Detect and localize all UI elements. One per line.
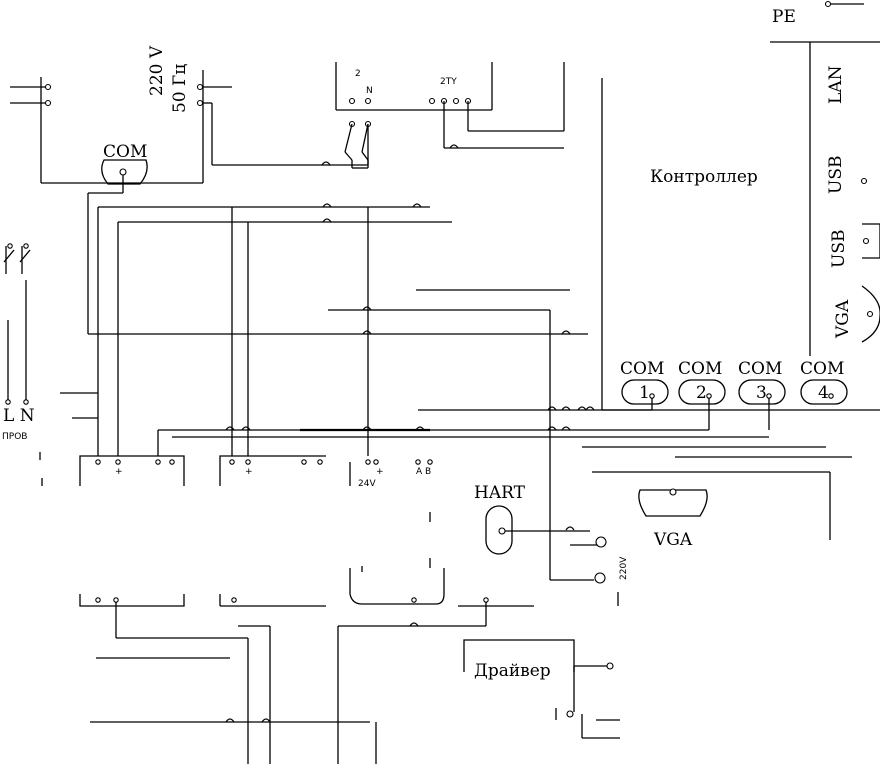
- usb1-label: USB: [826, 156, 846, 194]
- horizontal-buses: [60, 206, 852, 473]
- power-supply-block: 220 V 50 Гц: [41, 45, 368, 184]
- usb2-label: USB: [829, 230, 849, 268]
- driver-block: Драйвер: [463, 639, 620, 739]
- module2-plus: +: [245, 467, 253, 477]
- power-in-label: L N: [3, 406, 35, 426]
- pe-label: PE: [772, 7, 796, 27]
- prov-label: ПРОВ: [2, 432, 27, 442]
- controller-block: Контроллер PE LAN USB USB VGA: [601, 0, 880, 410]
- controller-label: Контроллер: [650, 167, 758, 187]
- com3-number: 3: [756, 383, 767, 403]
- pin-n-label: N: [366, 86, 373, 96]
- module3-plus: +: [376, 467, 384, 477]
- module3-label: 24V: [358, 479, 376, 489]
- vertical-wires: [97, 207, 831, 581]
- vga-side-label: VGA: [833, 299, 853, 339]
- switch-label: 2: [355, 69, 361, 79]
- com-connector-main: COM: [87, 142, 148, 334]
- com-ports: COM COM COM COM 1 2 3 4: [418, 359, 880, 430]
- vga-bottom-label: VGA: [653, 530, 693, 550]
- com3-label: COM: [738, 359, 782, 379]
- com4-label: COM: [800, 359, 844, 379]
- voltage-label: 220 V: [147, 45, 167, 96]
- crossovers: [225, 144, 595, 723]
- com2-number: 2: [696, 383, 707, 403]
- com4-number: 4: [818, 383, 829, 403]
- v220-label: 220V: [619, 556, 629, 580]
- com-main-label: COM: [103, 142, 147, 162]
- com2-label: COM: [678, 359, 722, 379]
- vga-bottom-connector: VGA: [638, 488, 708, 550]
- driver-label: Драйвер: [474, 661, 551, 681]
- relay-label: 2TY: [440, 77, 457, 87]
- module1-plus: +: [115, 467, 123, 477]
- switch-block: 2 N: [335, 62, 416, 169]
- com1-label: COM: [620, 359, 664, 379]
- module-2: +: [219, 455, 326, 764]
- com1-number: 1: [639, 383, 650, 403]
- hart-connector: HART 220V: [474, 483, 629, 606]
- module-1: +: [79, 455, 370, 723]
- left-power-input: L N ПРОВ: [2, 243, 43, 486]
- ab-label: A B: [416, 467, 431, 477]
- hart-label: HART: [474, 483, 526, 503]
- module-3: + 24V A B: [337, 459, 534, 764]
- lan-label: LAN: [826, 65, 846, 104]
- frequency-label: 50 Гц: [170, 64, 190, 113]
- top-left-terminals: [10, 77, 52, 183]
- relay-block: 2TY: [416, 62, 565, 149]
